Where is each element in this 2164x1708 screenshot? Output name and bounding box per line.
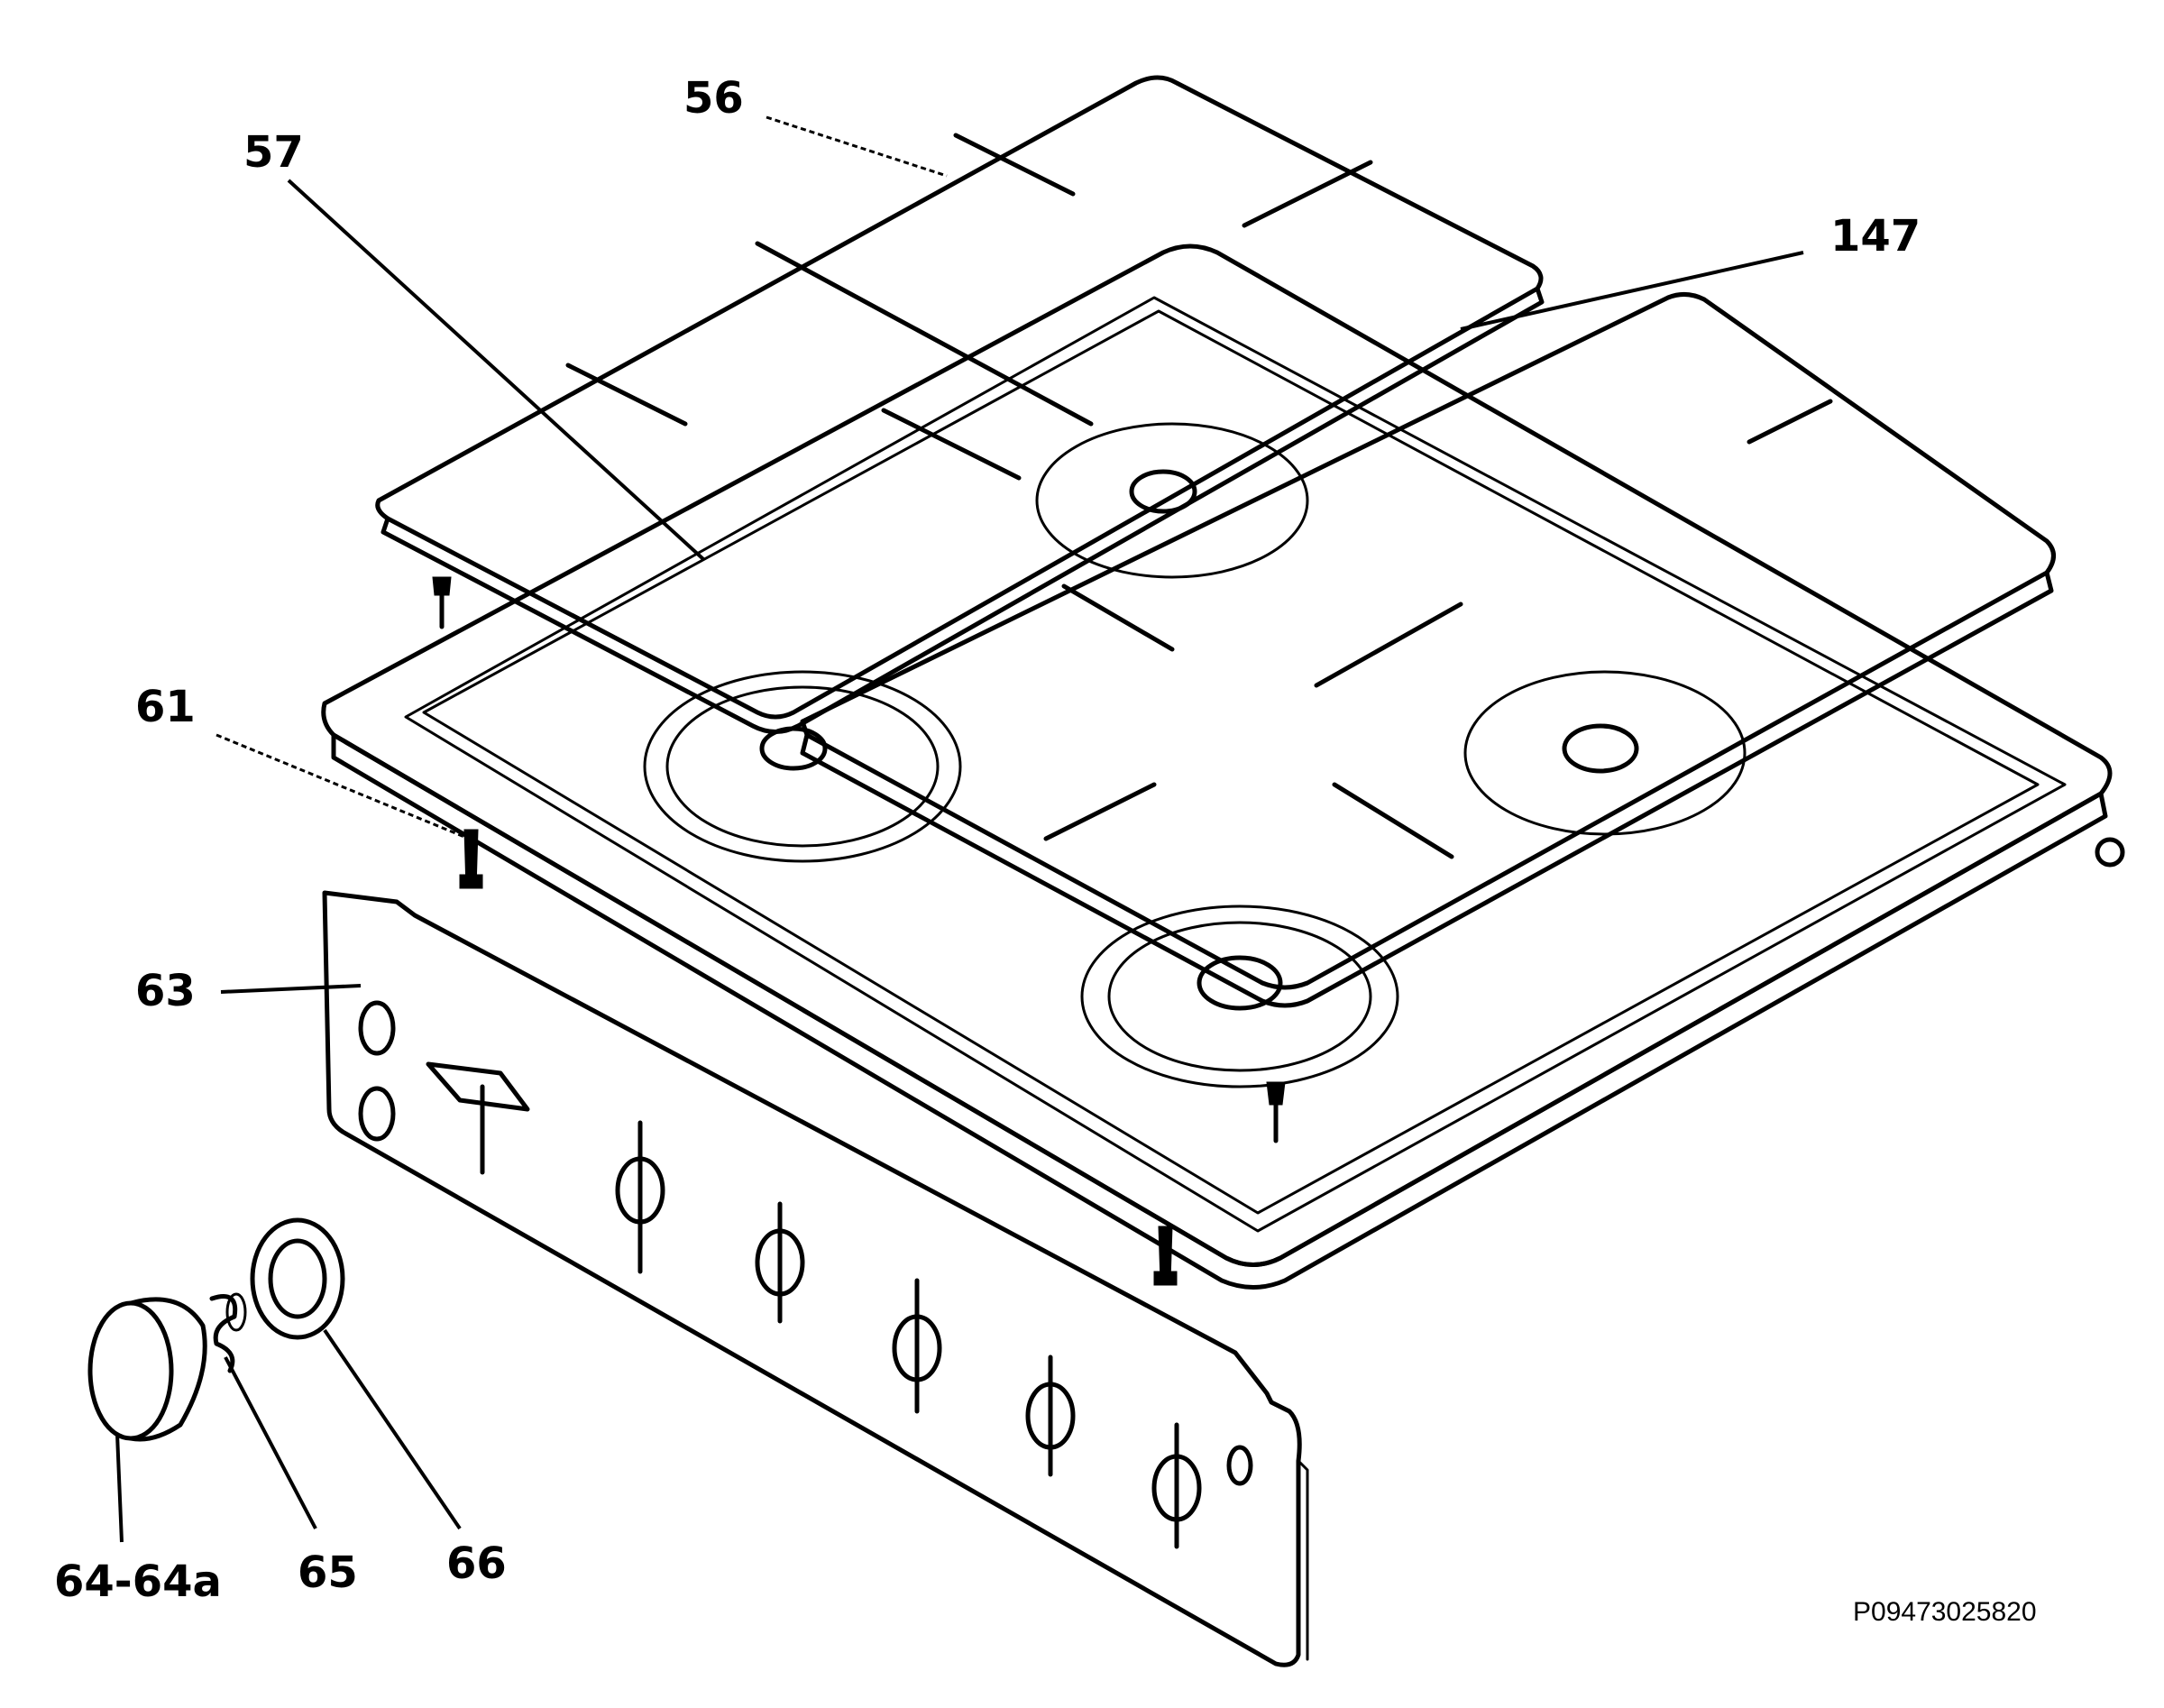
knob-bezel <box>250 1217 345 1340</box>
label-56: 56 <box>683 73 744 124</box>
label-63: 63 <box>135 966 196 1016</box>
drawing-code: P09473025820 <box>1853 1597 2037 1627</box>
screw-set <box>432 576 2125 1286</box>
pan-support-left <box>375 75 1545 734</box>
label-57: 57 <box>243 127 304 178</box>
hob-tray <box>321 243 2113 1290</box>
control-knob <box>87 1297 207 1442</box>
burner-rear-right <box>1463 670 1747 836</box>
label-66: 66 <box>446 1538 507 1589</box>
label-65: 65 <box>298 1547 358 1598</box>
label-61: 61 <box>135 682 196 732</box>
label-147: 147 <box>1830 211 1921 262</box>
leader-lines <box>115 115 1804 1543</box>
burner-front-right <box>1080 905 1399 1088</box>
pan-support-right <box>800 292 2056 1008</box>
label-64-64a: 64-64a <box>54 1556 222 1607</box>
control-panel <box>322 890 1309 1667</box>
burner-rear-left <box>1035 422 1309 579</box>
knob-spring <box>209 1292 247 1373</box>
